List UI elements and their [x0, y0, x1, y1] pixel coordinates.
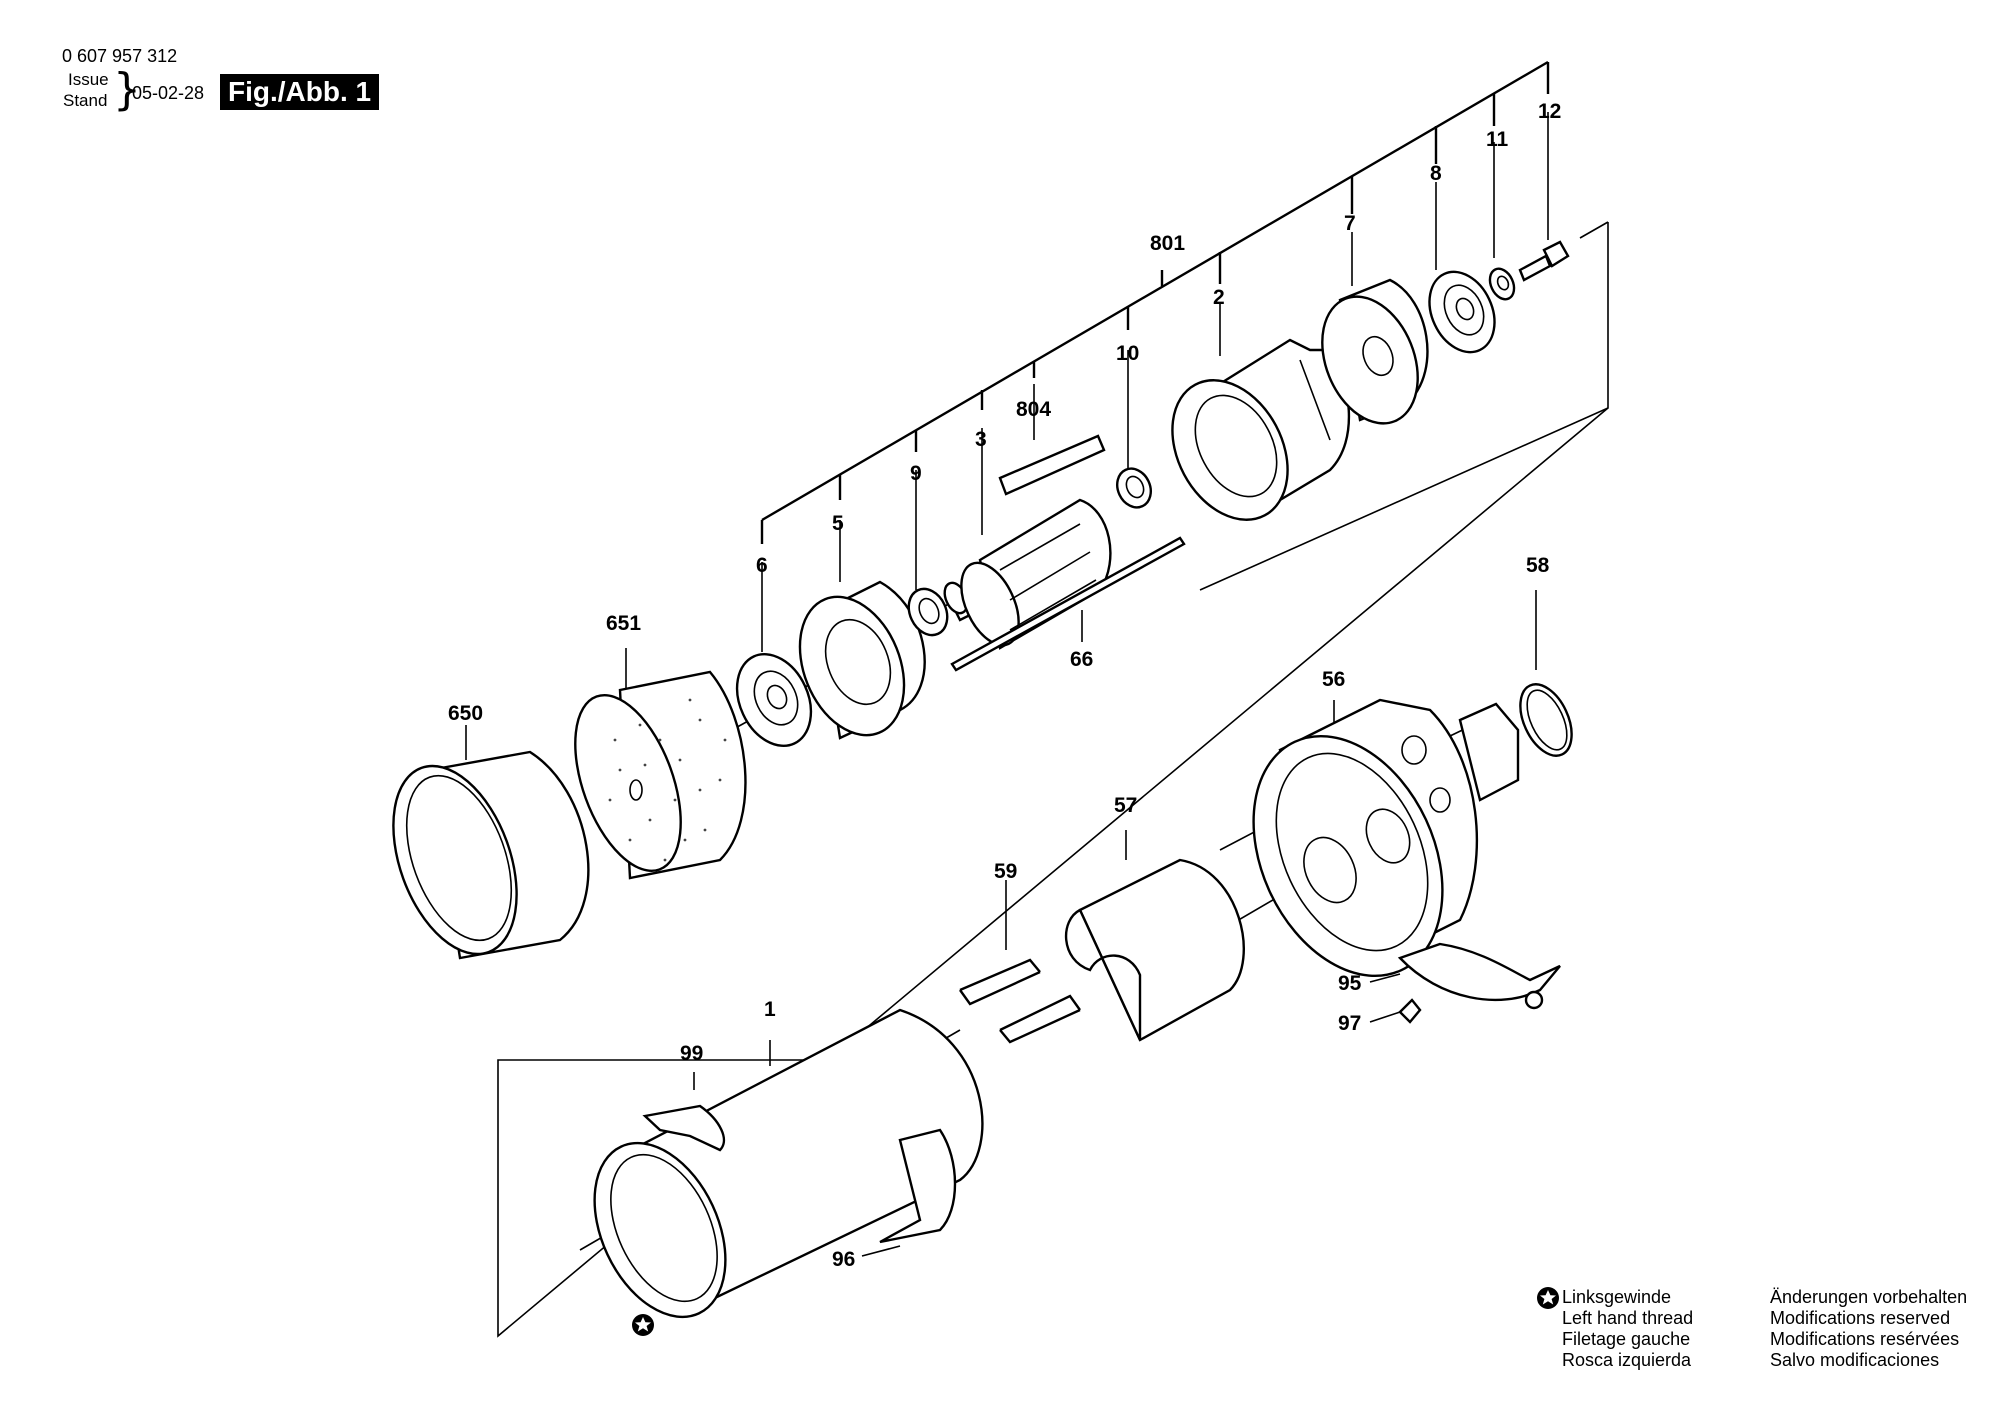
issue-label: Issue [68, 70, 109, 89]
part-97-screw [1398, 998, 1422, 1024]
legend-left-4: Rosca izquierda [1562, 1350, 1692, 1370]
label-58: 58 [1526, 554, 1550, 577]
part-99-label [642, 1104, 726, 1152]
part-11-washer [1488, 267, 1516, 301]
label-97: 97 [1338, 1012, 1361, 1035]
part-804-vane [998, 434, 1106, 496]
stand-label: Stand [63, 91, 108, 110]
part-number: 0 607 957 312 [62, 46, 178, 66]
legend-right-1: Änderungen vorbehalten [1770, 1287, 1968, 1307]
label-650: 650 [448, 702, 483, 725]
part-6-bearing [735, 652, 813, 748]
part-12-screw [1518, 240, 1570, 282]
label-6: 6 [756, 554, 768, 577]
label-7: 7 [1344, 212, 1356, 235]
legend-left-1: Linksgewinde [1562, 1287, 1672, 1307]
part-2-cylinder [1171, 338, 1351, 521]
label-99: 99 [680, 1042, 703, 1065]
legend-star-icon [1537, 1287, 1559, 1309]
label-9: 9 [910, 462, 922, 485]
legend-left-2: Left hand thread [1562, 1308, 1694, 1328]
legend-modifications: Änderungen vorbehalten Modifications res… [1770, 1287, 1967, 1371]
legend-left-hand-thread: Linksgewinde Left hand thread Filetage g… [1562, 1287, 1693, 1371]
label-2: 2 [1213, 286, 1225, 309]
legend-left-3: Filetage gauche [1562, 1329, 1691, 1349]
label-95: 95 [1338, 972, 1362, 995]
legend-right-3: Modifications resérvées [1770, 1329, 1960, 1349]
legend-right-4: Salvo modificaciones [1770, 1350, 1940, 1370]
part-7-end-plate [1321, 278, 1429, 425]
star-in-circle-icon [632, 1314, 654, 1336]
issue-date: 05-02-28 [132, 83, 205, 103]
part-9-ring [907, 587, 949, 637]
part-5-bearing-plate [798, 580, 926, 740]
part-95-cover [1397, 942, 1561, 1010]
label-10: 10 [1116, 342, 1139, 365]
label-59: 59 [994, 860, 1017, 883]
part-650-end-cap [392, 750, 590, 960]
assembly-bracket-801 [760, 60, 1550, 544]
part-58-o-ring [1519, 683, 1573, 757]
label-651: 651 [606, 612, 641, 635]
label-8: 8 [1430, 162, 1442, 185]
label-3: 3 [975, 428, 987, 451]
part-651-filter [574, 670, 747, 880]
part-56-housing [1252, 698, 1520, 978]
label-801: 801 [1150, 232, 1185, 255]
label-804: 804 [1016, 398, 1051, 421]
label-11: 11 [1486, 128, 1509, 151]
label-57: 57 [1114, 794, 1137, 817]
figure-label: Fig./Abb. 1 [220, 74, 380, 110]
frame-outline [497, 222, 1609, 1338]
label-96: 96 [832, 1248, 855, 1271]
part-10-ring [1116, 467, 1152, 509]
part-1-sleeve [593, 1008, 984, 1319]
part-8-bearing [1428, 270, 1496, 354]
part-3-rotor [943, 498, 1112, 650]
label-5: 5 [832, 512, 844, 535]
part-59-brackets [959, 958, 1081, 1044]
part-57-insert [1065, 858, 1245, 1042]
label-66: 66 [1070, 648, 1093, 671]
label-56: 56 [1322, 668, 1345, 691]
legend-right-2: Modifications reserved [1770, 1308, 1951, 1328]
part-96-label [879, 1128, 957, 1244]
brace-glyph: } [113, 64, 141, 115]
part-66-pin [950, 536, 1186, 672]
label-1: 1 [764, 998, 776, 1021]
label-12: 12 [1538, 100, 1561, 123]
